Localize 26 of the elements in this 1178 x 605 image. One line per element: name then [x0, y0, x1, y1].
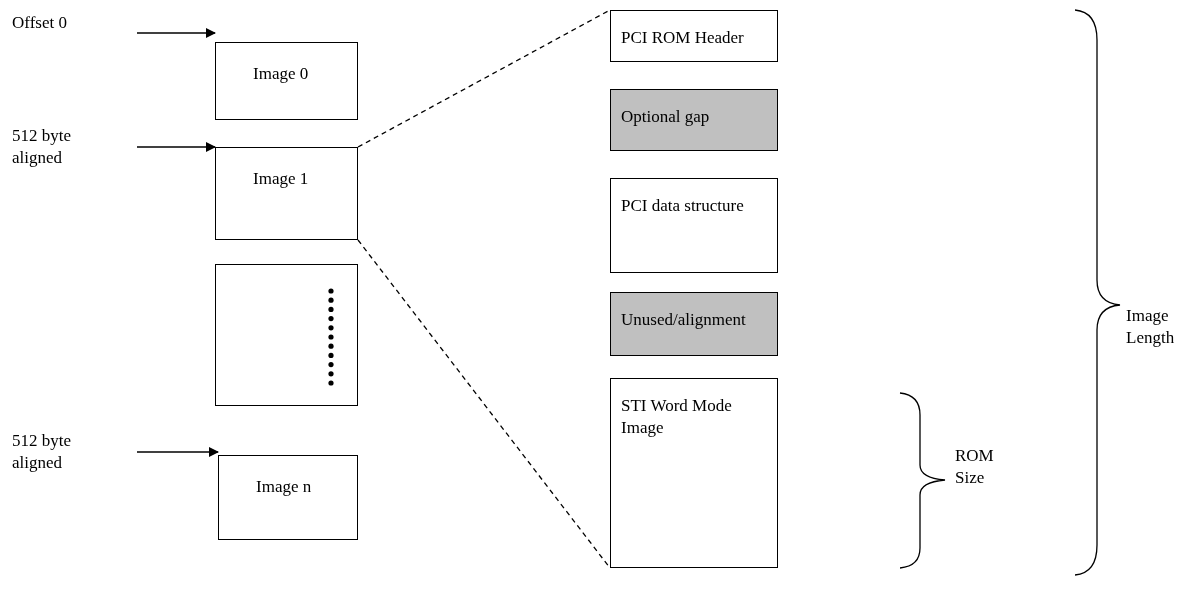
brace-label: ROM Size [955, 445, 995, 489]
arrow [136, 28, 216, 38]
memory-block [610, 378, 778, 568]
block-label: Optional gap [621, 106, 711, 128]
block-label: Unused/alignment [621, 309, 747, 331]
zoom-line [357, 9, 611, 148]
memory-block [610, 178, 778, 273]
memory-block [610, 10, 778, 62]
memory-block [215, 42, 358, 120]
ellipsis-box [215, 264, 358, 406]
block-label: Image n [256, 476, 313, 498]
offset-label: 512 byte aligned [12, 430, 73, 474]
offset-label: 512 byte aligned [12, 125, 73, 169]
brace-label: Image Length [1126, 305, 1176, 349]
memory-block [218, 455, 358, 540]
block-label: STI Word Mode Image [621, 395, 733, 439]
block-label: Image 0 [253, 63, 310, 85]
block-label: PCI data structure [621, 195, 745, 217]
arrow [136, 142, 216, 152]
block-label: Image 1 [253, 168, 310, 190]
block-label: PCI ROM Header [621, 27, 745, 49]
memory-block [610, 292, 778, 356]
memory-block [215, 147, 358, 240]
arrow [136, 447, 219, 457]
memory-block [610, 89, 778, 151]
offset-label: Offset 0 [12, 12, 68, 34]
